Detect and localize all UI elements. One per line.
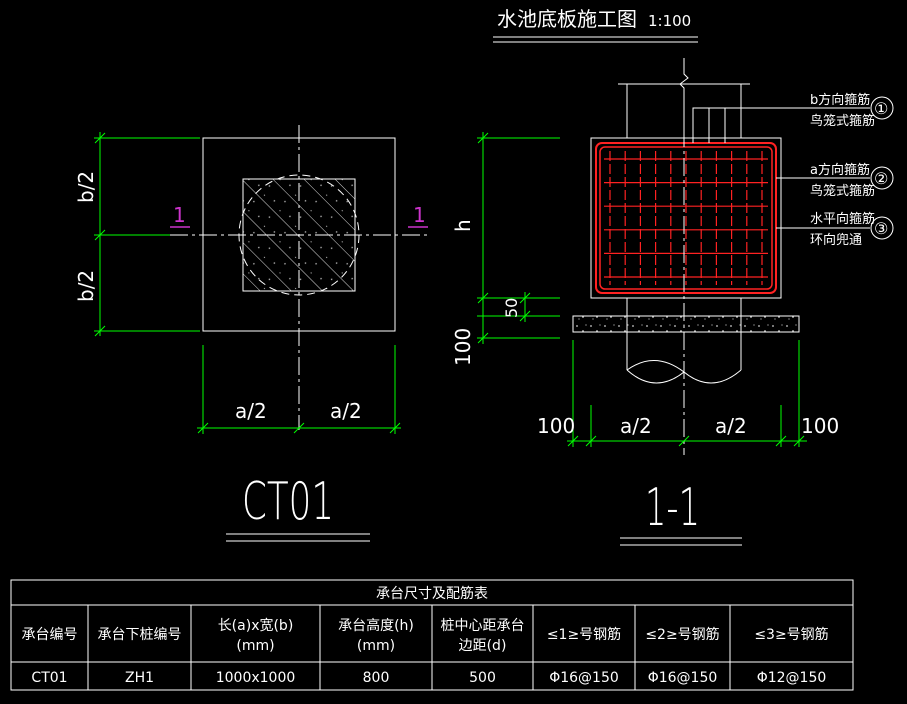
callout-2: ② a方向箍筋 鸟笼式箍筋 [810,162,888,199]
plan-dim-a-right: a/2 [330,399,362,423]
table-cell: 800 [363,670,390,686]
title-text: 水池底板施工图 [497,7,637,31]
svg-text:②: ② [874,169,888,188]
table-cell: 500 [469,670,496,686]
callout-1-line2: 鸟笼式箍筋 [810,113,875,129]
callout-3-line2: 环向兜通 [810,232,862,248]
svg-text:③: ③ [874,219,888,238]
callout-1-line1: b方向箍筋 [810,92,870,108]
table-header-cell: 边距(d) [459,638,507,654]
plan-dim-horizontal [197,345,401,434]
section-dim-100-vertical: 100 [451,328,475,366]
table-header-cell: 长(a)x宽(b) [218,617,294,634]
table-cell: Φ12@150 [757,670,827,686]
section-dim-100-right: 100 [801,414,839,438]
section-mark-right: 1 [413,203,426,227]
section-dim-a-left: a/2 [620,414,652,438]
section-dim-vertical [477,132,560,344]
callout-3-line1: 水平向箍筋 [810,211,875,227]
section-dim-h: h [451,219,475,232]
plan-dim-b-lower: b/2 [74,270,98,302]
table-header-cell: 承台高度(h) [338,617,414,634]
plan-dim-a-left: a/2 [235,399,267,423]
section-label: 1-1 [645,478,700,538]
table-cell: Φ16@150 [549,670,619,686]
section-dim-a-right: a/2 [715,414,747,438]
callout-2-line2: 鸟笼式箍筋 [810,183,875,199]
section-dim-50: 50 [502,298,521,318]
plan-view: 1 1 b/2 b/2 a/2 a/2 CT01 [74,125,430,542]
section-cap-outline [590,137,782,299]
section-dim-horizontal [567,340,807,447]
table-cell: CT01 [31,670,67,686]
table-caption: 承台尺寸及配筋表 [376,585,488,602]
table-header-cell: ≤1≥号钢筋 [547,626,621,643]
table-header-cell: (mm) [236,638,274,654]
cushion-layer [572,315,800,333]
table-header-cell: ≤3≥号钢筋 [754,626,828,643]
plan-dim-vertical [94,132,200,337]
rebar-cage [595,142,777,294]
table-header-cell: (mm) [357,638,395,654]
title-scale: 1:100 [648,12,691,30]
table-header-cell: 承台下桩编号 [98,626,182,643]
plan-dim-b-upper: b/2 [74,171,98,203]
section-dim-100-left: 100 [537,414,575,438]
rebar-table: 承台尺寸及配筋表 承台编号 承台下桩编号 长(a)x宽(b) (mm) 承台高度(h) (… [10,579,854,691]
svg-text:①: ① [874,99,888,118]
drawing-title: 水池底板施工图 1:100 [493,7,698,43]
callout-leaders [692,107,870,229]
table-header-cell: 承台编号 [22,627,78,643]
table-header-cell: ≤2≥号钢筋 [645,626,719,643]
plan-label: CT01 [242,472,334,532]
table-cell: Φ16@150 [648,670,718,686]
section-view: ① b方向箍筋 鸟笼式箍筋 ② a方向箍筋 鸟笼式箍筋 ③ 水平向箍筋 环向兜通 [451,58,894,546]
column [618,58,750,138]
table-cell: 1000x1000 [216,670,296,686]
table-cell: ZH1 [125,670,154,686]
section-mark-left: 1 [173,203,186,227]
callout-2-line1: a方向箍筋 [810,162,870,178]
callout-3: ③ 水平向箍筋 环向兜通 [810,211,888,248]
table-header-cell: 桩中心距承台 [441,617,525,634]
callout-1: ① b方向箍筋 鸟笼式箍筋 [810,92,888,129]
